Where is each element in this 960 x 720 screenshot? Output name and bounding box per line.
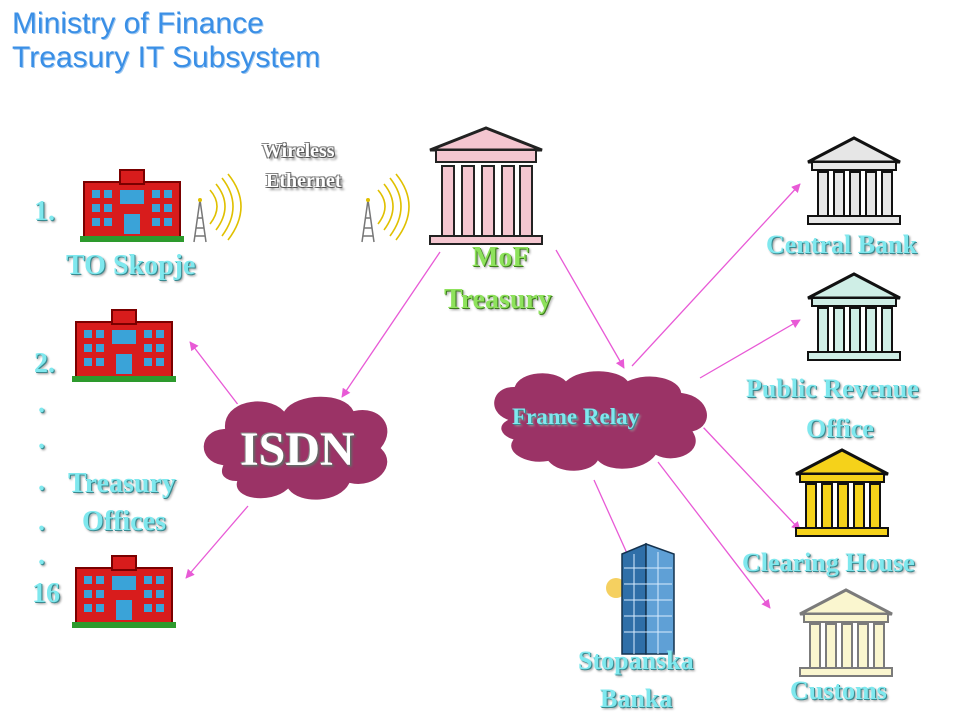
dot: . bbox=[38, 540, 45, 571]
public-revenue-label-2: Office bbox=[806, 414, 874, 443]
link-frame-stopanska bbox=[593, 479, 631, 561]
isdn-cloud bbox=[201, 394, 390, 502]
antenna-icon bbox=[361, 173, 410, 243]
office-building-icon bbox=[71, 555, 177, 629]
public-revenue-label-1: Public Revenue bbox=[746, 374, 919, 403]
frame-relay-cloud bbox=[492, 369, 709, 473]
link-frame-clearing bbox=[701, 425, 801, 531]
title-line-2: Treasury IT Subsystem bbox=[12, 41, 321, 74]
title-line-1: Ministry of Finance bbox=[12, 7, 264, 40]
skyscraper-icon bbox=[606, 542, 675, 655]
link-frame-customs bbox=[657, 461, 771, 609]
bank-building-icon bbox=[806, 272, 902, 362]
link-frame-central-bank bbox=[631, 183, 801, 367]
bank-building-icon bbox=[798, 588, 894, 678]
office-number-last: 16 bbox=[32, 578, 60, 609]
link-frame-revenue bbox=[699, 319, 801, 379]
customs-label: Customs bbox=[790, 676, 887, 705]
office-building-icon bbox=[79, 169, 185, 243]
link-mof-isdn bbox=[341, 251, 441, 398]
link-isdn-office-16 bbox=[185, 505, 249, 579]
isdn-label: ISDN bbox=[240, 423, 355, 476]
mof-label: MoF bbox=[472, 242, 530, 273]
office-building-icon bbox=[71, 309, 177, 383]
mof-building-icon bbox=[429, 126, 543, 245]
treasury-label: Treasury bbox=[444, 284, 552, 315]
office-number-second: 2. bbox=[34, 348, 55, 379]
dot: . bbox=[38, 388, 45, 419]
frame-relay-label: Frame Relay bbox=[512, 404, 640, 429]
wireless-label: Wireless bbox=[262, 140, 335, 162]
clearing-house-label: Clearing House bbox=[742, 548, 915, 577]
dot: . bbox=[38, 506, 45, 537]
dot: . bbox=[38, 466, 45, 497]
stopanska-label-2: Banka bbox=[600, 684, 673, 713]
treasury-offices-label-2: Offices bbox=[82, 506, 166, 537]
office-number-first: 1. bbox=[34, 196, 55, 227]
dot: . bbox=[38, 424, 45, 455]
antenna-icon bbox=[193, 173, 242, 243]
to-skopje-label: TO Skopje bbox=[66, 250, 196, 281]
link-mof-frame-relay bbox=[555, 249, 625, 369]
ethernet-label: Ethernet bbox=[266, 170, 342, 192]
stopanska-label-1: Stopanska bbox=[578, 646, 694, 675]
bank-building-icon bbox=[794, 448, 890, 538]
central-bank-label: Central Bank bbox=[766, 230, 917, 259]
bank-building-icon bbox=[806, 136, 902, 226]
treasury-offices-label-1: Treasury bbox=[68, 468, 176, 499]
